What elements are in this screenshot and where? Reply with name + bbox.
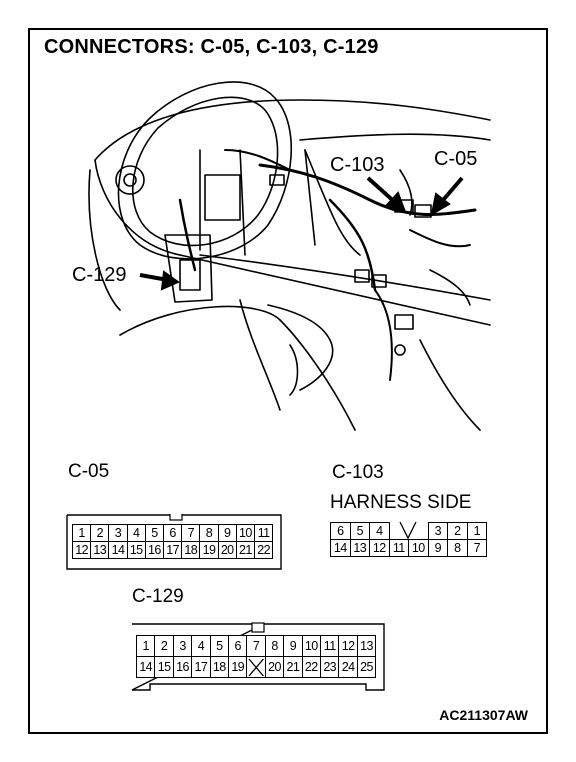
pin-cell: 3 [108,524,128,542]
connector-c103-key-notch [399,521,417,540]
blank-pin-cross-icon [248,658,265,677]
callout-c129: C-129 [72,264,127,286]
pin-cell: 20 [264,656,285,678]
pin-cell: 18 [209,656,229,678]
pin-cell: 17 [191,656,211,678]
c129-label: C-129 [132,586,184,607]
c103-label: C-103 [332,462,384,483]
pin-cell: 24 [338,656,358,678]
pin-cell: 17 [163,541,183,559]
pin-cell: 11 [320,635,340,657]
pin-cell: 14 [330,539,351,557]
pin-cell: 8 [447,539,468,557]
connector-c129-housing [131,622,385,691]
pin-cell: 5 [209,635,229,657]
pin-cell: 19 [228,656,248,678]
pin-cell: 22 [254,541,274,559]
figure-frame [28,28,548,734]
pin-cell: 7 [466,539,487,557]
pin-cell: 15 [126,541,146,559]
figure-code: AC211307AW [439,707,528,723]
pin-cell: 2 [90,524,110,542]
pin-cell: 18 [181,541,201,559]
pin-cell: 6 [163,524,183,542]
pin-cell: 7 [246,635,266,657]
pin-cell: 13 [90,541,110,559]
page-title: CONNECTORS: C-05, C-103, C-129 [44,36,379,58]
pin-cell: 9 [217,524,237,542]
pin-cell: 9 [283,635,303,657]
pin-cell: 14 [136,656,156,678]
pin-cell: 14 [108,541,128,559]
pin-cell: 21 [235,541,255,559]
blank-pin-cavity [246,656,266,678]
pin-cell: 4 [369,522,390,540]
c103-harness-side-label: HARNESS SIDE [330,492,472,513]
callout-c103: C-103 [330,154,385,176]
pin-cell: 15 [154,656,174,678]
pin-cell: 6 [228,635,248,657]
pin-cell: 5 [144,524,164,542]
pin-cell: 1 [136,635,156,657]
pin-cell: 1 [72,524,92,542]
pin-cell: 21 [283,656,303,678]
pin-cell: 13 [356,635,377,657]
pin-cell: 22 [301,656,321,678]
pin-cell: 16 [144,541,164,559]
pin-cell: 8 [264,635,285,657]
pin-cell: 1 [466,522,487,540]
pin-cell: 16 [172,656,193,678]
pin-cell: 20 [217,541,237,559]
connector-c05-housing [66,514,282,570]
pin-cell: 11 [388,539,409,557]
pin-cell: 11 [254,524,274,542]
pin-cell: 23 [320,656,340,678]
pin-cell: 12 [72,541,92,559]
pin-cell: 4 [191,635,211,657]
pin-cell: 8 [199,524,219,542]
c05-label: C-05 [68,461,110,482]
pin-cell: 4 [126,524,146,542]
pin-cell: 3 [172,635,193,657]
callout-c05: C-05 [434,148,478,170]
pin-cell: 10 [235,524,255,542]
pin-cell: 7 [181,524,201,542]
pin-cell: 10 [301,635,321,657]
pin-cell: 12 [338,635,358,657]
pin-cell: 2 [154,635,174,657]
pin-cell: 19 [199,541,219,559]
pin-cell: 25 [356,656,377,678]
